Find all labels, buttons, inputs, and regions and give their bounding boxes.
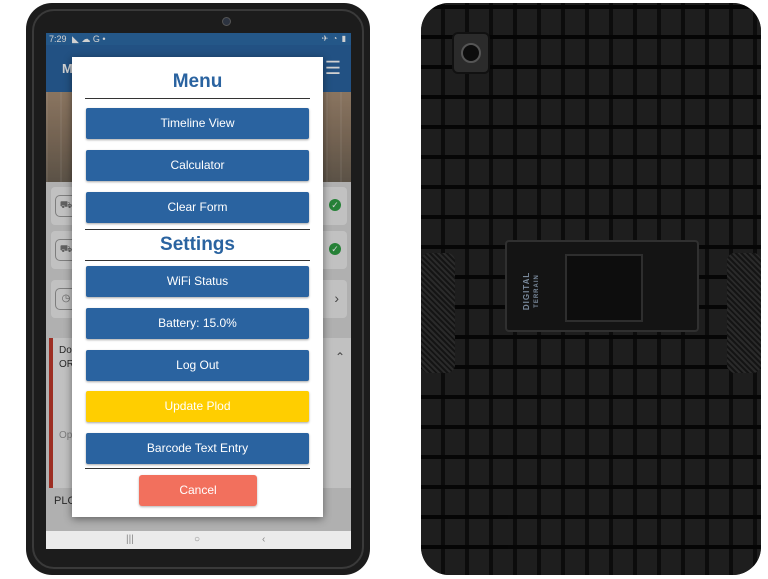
check-icon: ✓ bbox=[329, 243, 341, 255]
kickstand-inner bbox=[565, 254, 643, 322]
update-plod-button[interactable]: Update Plod bbox=[86, 391, 309, 422]
status-notification-icons: ◣ ☁ G • bbox=[72, 34, 106, 44]
camera-lens-icon bbox=[461, 43, 481, 63]
wifi-status-button[interactable]: WiFi Status bbox=[86, 266, 309, 297]
status-bar: 7:29 ◣ ☁ G • ✈ ◔ ▮ bbox=[46, 33, 351, 45]
option-placeholder: Op bbox=[59, 430, 73, 441]
log-out-button[interactable]: Log Out bbox=[86, 350, 309, 381]
app-title: M bbox=[62, 61, 73, 76]
digital-terrain-logo: DIGITAL TERRAIN bbox=[516, 256, 544, 324]
case-right-grip bbox=[727, 253, 761, 373]
cancel-divider bbox=[85, 468, 310, 469]
clear-form-button[interactable]: Clear Form bbox=[86, 192, 309, 223]
system-nav-bar: ||| ○ ‹ bbox=[46, 531, 351, 549]
menu-dialog: Menu Timeline View Calculator Clear Form… bbox=[72, 57, 323, 517]
logo-brand: DIGITAL bbox=[522, 271, 531, 311]
recent-apps-icon[interactable]: ||| bbox=[126, 534, 134, 545]
plod-label: PLO bbox=[54, 495, 77, 507]
rear-camera bbox=[452, 32, 490, 74]
cancel-button[interactable]: Cancel bbox=[139, 475, 257, 506]
case-left-grip bbox=[421, 253, 455, 373]
chevron-right-icon: › bbox=[334, 290, 339, 306]
logo-sub: TERRAIN bbox=[534, 274, 540, 308]
chevron-up-icon[interactable]: ⌃ bbox=[334, 350, 345, 364]
barcode-text-entry-button[interactable]: Barcode Text Entry bbox=[86, 433, 309, 464]
home-icon[interactable]: ○ bbox=[194, 534, 201, 545]
front-camera bbox=[222, 17, 231, 26]
calculator-button[interactable]: Calculator bbox=[86, 150, 309, 181]
back-icon[interactable]: ‹ bbox=[262, 534, 266, 545]
timeline-view-button[interactable]: Timeline View bbox=[86, 108, 309, 139]
settings-divider bbox=[85, 260, 310, 261]
menu-title: Menu bbox=[172, 71, 223, 92]
settings-title: Settings bbox=[160, 234, 235, 255]
status-time: 7:29 bbox=[49, 34, 67, 44]
menu-divider bbox=[85, 98, 310, 99]
settings-divider-top bbox=[85, 229, 310, 230]
hamburger-icon[interactable]: ☰ bbox=[324, 58, 341, 78]
battery-button[interactable]: Battery: 15.0% bbox=[86, 308, 309, 339]
panel-line-1: Do y bbox=[59, 345, 80, 356]
panel-line-2: OR bbox=[59, 359, 74, 370]
kickstand bbox=[505, 240, 699, 332]
status-system-icons: ✈ ◔ ▮ bbox=[321, 34, 347, 43]
check-icon: ✓ bbox=[329, 199, 341, 211]
